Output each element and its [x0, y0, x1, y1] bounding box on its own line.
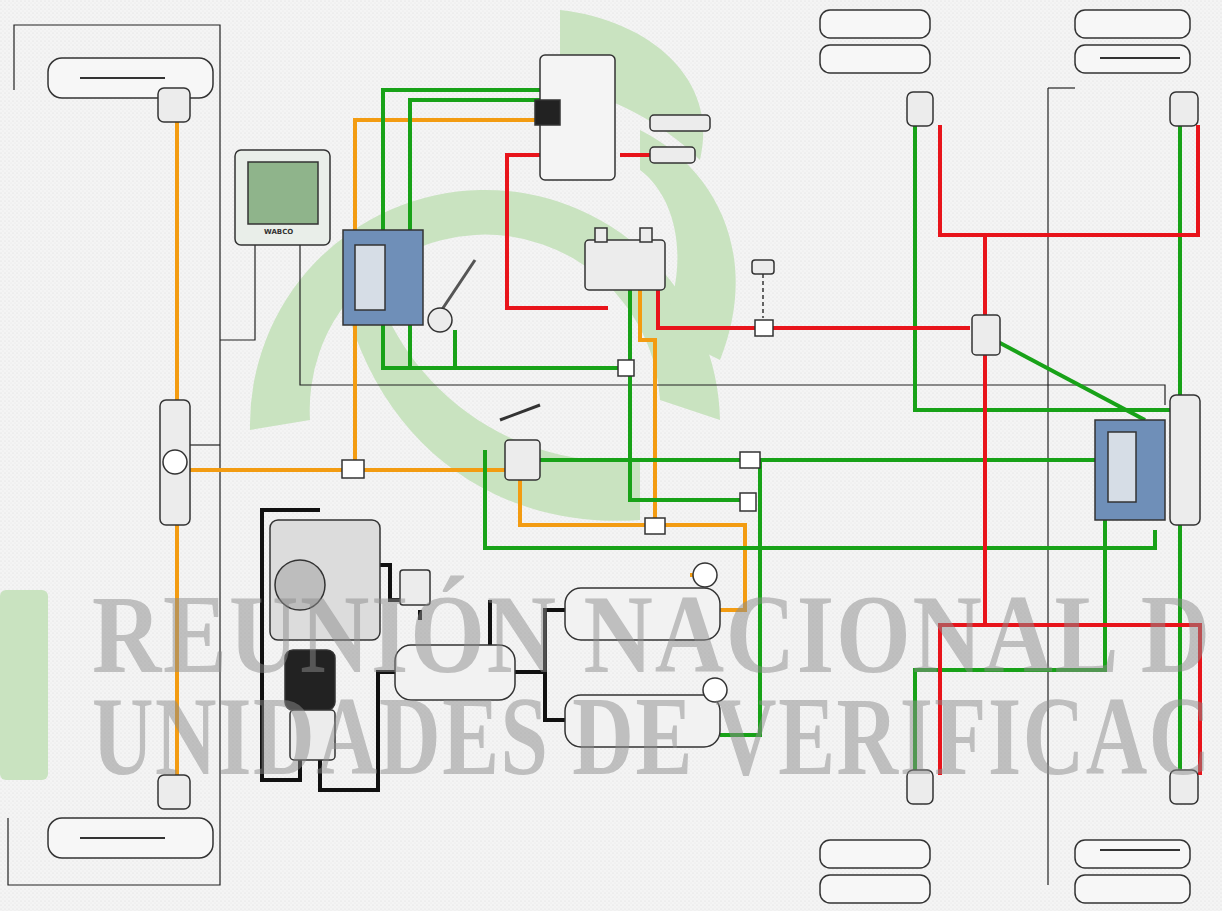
watermark-text: UNIDADES DE VERIFICAC — [92, 680, 1212, 792]
brand-label: WABCO — [264, 229, 293, 236]
tee-fittings — [342, 320, 773, 534]
watermark-text: REUNIÓN NACIONAL D — [92, 578, 1212, 690]
